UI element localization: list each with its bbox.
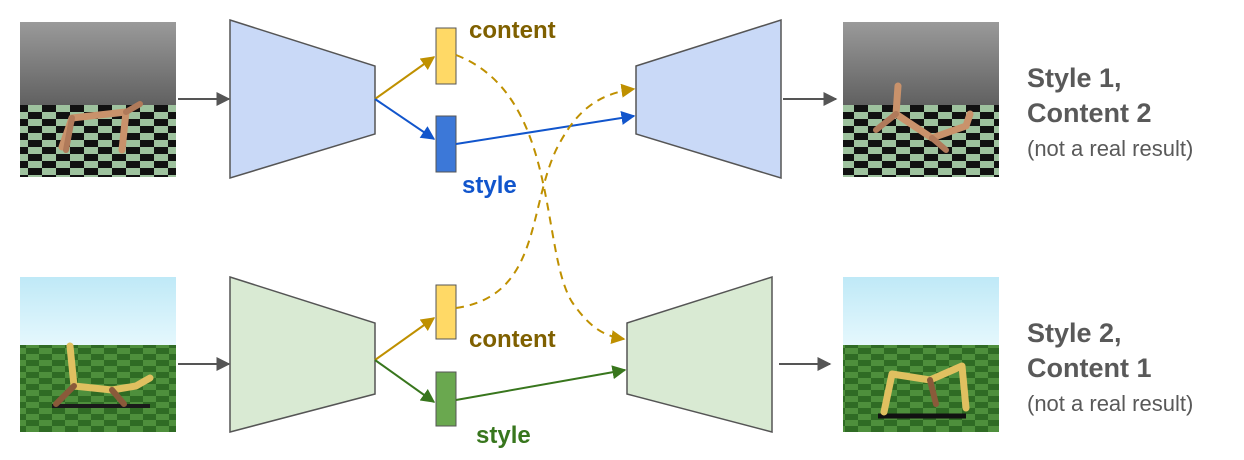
arrow-style-bottom-to-decoder-bottom xyxy=(455,365,627,401)
caption-bottom-note: (not a real result) xyxy=(1027,391,1193,416)
style-code-top xyxy=(435,115,457,173)
arrow-encoder-to-style-top xyxy=(374,98,436,140)
arrow-encoder-to-content-top xyxy=(374,56,436,100)
style-label-bottom: style xyxy=(476,422,531,449)
caption-bottom-line2: Content 1 xyxy=(1027,353,1152,383)
style-code-bottom xyxy=(435,371,457,427)
content-label-top: content xyxy=(469,17,556,44)
decoder-bottom xyxy=(626,275,773,433)
input-image-bottom xyxy=(20,277,176,432)
caption-top-note: (not a real result) xyxy=(1027,136,1193,161)
encoder-bottom xyxy=(229,275,376,433)
output-image-bottom xyxy=(843,277,999,432)
content-code-top xyxy=(435,27,457,85)
output-image-top xyxy=(843,22,999,177)
caption-top-line2: Content 2 xyxy=(1027,98,1152,128)
content-code-bottom xyxy=(435,284,457,340)
arrow-content-bottom-to-decoder-top xyxy=(455,83,636,309)
arrow-encoder-to-content-bottom xyxy=(374,317,436,361)
arrow-style-top-to-decoder-top xyxy=(455,111,636,145)
content-label-bottom: content xyxy=(469,326,556,353)
decoder-top xyxy=(635,18,782,180)
caption-top-line1: Style 1, xyxy=(1027,63,1122,93)
input-image-top xyxy=(20,22,176,177)
arrow-encoder-to-style-bottom xyxy=(374,359,436,403)
arrow-content-top-to-decoder-bottom xyxy=(455,54,626,345)
encoder-top xyxy=(229,18,376,180)
style-label-top: style xyxy=(462,172,517,199)
caption-bottom-line1: Style 2, xyxy=(1027,318,1122,348)
